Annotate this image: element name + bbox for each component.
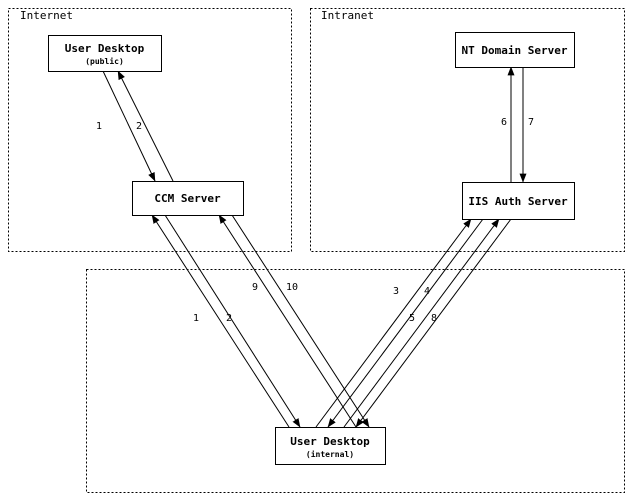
flow-step-label: 2 (136, 121, 142, 132)
flow-arrow-1-user-desktop-public-to-ccm-server (102, 70, 156, 182)
zone-label-intranet: Intranet (321, 9, 374, 22)
node-box-user-desktop-internal (275, 427, 386, 465)
zone-boundary-internet (8, 8, 292, 252)
node-box-nt-domain-server (455, 32, 575, 68)
flow-step-label: 8 (431, 313, 437, 324)
node-subtitle-user-desktop-public: (public) (85, 56, 124, 66)
flow-arrow-3-user-desktop-internal-to-iis-auth-server (315, 218, 472, 428)
flow-arrow-2-ccm-server-to-user-desktop-internal (164, 214, 301, 428)
node-iis-auth-server: IIS Auth Server (462, 182, 575, 220)
zone-labels: Internet Intranet (20, 9, 374, 22)
node-user-desktop-internal: User Desktop(internal) (275, 427, 386, 465)
flow-arrow-5-user-desktop-internal-to-iis-auth-server (343, 218, 500, 428)
flow-arrow-1-user-desktop-internal-to-ccm-server (151, 214, 290, 428)
flow-step-label: 1 (96, 121, 102, 132)
zone-boundary-internal-lan (86, 269, 625, 493)
flow-step-label: 3 (393, 286, 399, 297)
node-box-iis-auth-server (462, 182, 575, 220)
flow-arrow-10-ccm-server-to-user-desktop-internal (231, 214, 370, 428)
node-box-ccm-server (132, 181, 244, 216)
zone-label-internet: Internet (20, 9, 73, 22)
flow-step-label: 6 (501, 117, 507, 128)
node-title-user-desktop-public: User Desktop (65, 42, 145, 55)
node-title-iis-auth-server: IIS Auth Server (468, 195, 568, 208)
flow-arrow-8-iis-auth-server-to-user-desktop-internal (355, 218, 512, 428)
node-title-nt-domain-server: NT Domain Server (462, 44, 568, 57)
flow-step-label: 1 (193, 313, 199, 324)
flow-arrows (102, 66, 527, 428)
node-user-desktop-public: User Desktop(public) (48, 35, 162, 72)
flow-arrow-2-ccm-server-to-user-desktop-public (117, 70, 174, 182)
zone-boundaries (8, 8, 625, 493)
flow-step-label: 2 (226, 313, 232, 324)
node-title-user-desktop-internal: User Desktop (290, 435, 370, 448)
flow-step-label: 7 (528, 117, 534, 128)
flow-step-labels: 1 2 1 2 9 10 3 4 5 8 6 7 (96, 117, 534, 324)
flow-step-label: 10 (286, 282, 298, 293)
flow-arrow-9-user-desktop-internal-to-ccm-server (218, 214, 357, 428)
flow-arrow-4-iis-auth-server-to-user-desktop-internal (327, 218, 484, 428)
flow-step-label: 5 (409, 313, 415, 324)
node-ccm-server: CCM Server (132, 181, 244, 216)
flow-step-label: 4 (424, 286, 430, 297)
zone-boundary-intranet (310, 8, 625, 252)
flow-step-label: 9 (252, 282, 258, 293)
node-title-ccm-server: CCM Server (154, 192, 221, 205)
node-box-user-desktop-public (48, 35, 162, 72)
node-subtitle-user-desktop-internal: (internal) (306, 449, 354, 459)
node-nt-domain-server: NT Domain Server (455, 32, 575, 68)
